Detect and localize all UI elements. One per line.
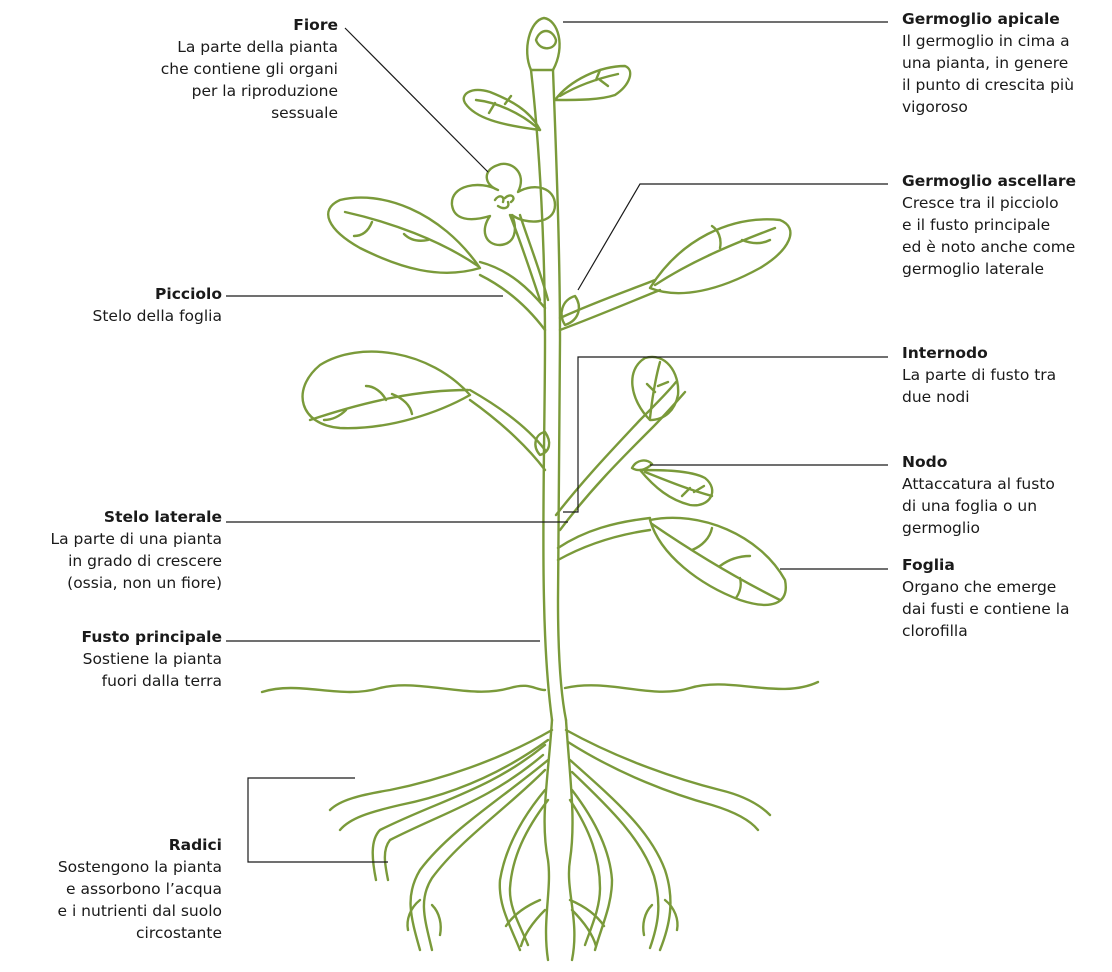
label-description: Il germoglio in cima a una pianta, in ge… xyxy=(902,30,1108,118)
plant-illustration xyxy=(262,18,818,960)
leader-radici xyxy=(248,778,388,862)
label-description: Stelo della foglia xyxy=(2,305,222,327)
middle-left-leaf-vein xyxy=(310,386,468,420)
node-bud xyxy=(632,461,652,471)
label-title: Foglia xyxy=(902,554,1108,576)
label-title: Fiore xyxy=(78,14,338,36)
root-right-low xyxy=(570,790,612,950)
lateral-stem-inner xyxy=(556,382,676,515)
label-germoglio-ascellare: Germoglio ascellare Cresce tra il piccio… xyxy=(902,170,1108,280)
label-title: Germoglio apicale xyxy=(902,8,1108,30)
label-description: Cresce tra il picciolo e il fusto princi… xyxy=(902,192,1108,280)
label-title: Stelo laterale xyxy=(2,506,222,528)
lateral-stem xyxy=(560,392,685,530)
main-stem xyxy=(531,70,552,720)
root-main xyxy=(545,720,575,960)
leader-internodo xyxy=(563,357,888,512)
ground-line xyxy=(262,682,818,692)
root-right-tip-fork xyxy=(643,900,677,935)
label-title: Radici xyxy=(2,834,222,856)
middle-left-node-bud xyxy=(535,432,549,455)
label-germoglio-apicale: Germoglio apicale Il germoglio in cima a… xyxy=(902,8,1108,118)
root-right-upper xyxy=(566,730,770,830)
flower-stamens xyxy=(495,195,513,208)
root-center-tip-fork xyxy=(506,900,604,946)
middle-left-petiole-inner xyxy=(470,390,545,450)
root-left-far xyxy=(373,745,545,880)
label-internodo: Internodo La parte di fusto tra due nodi xyxy=(902,342,1108,408)
label-description: La parte di una pianta in grado di cresc… xyxy=(2,528,222,594)
middle-left-petiole xyxy=(470,400,545,470)
top-left-leaf xyxy=(464,90,540,130)
leader-fiore xyxy=(345,28,488,172)
root-left-mid xyxy=(411,760,548,950)
apical-bud-inner xyxy=(536,31,556,48)
leader-germoglio-ascellare xyxy=(578,184,888,290)
label-description: Organo che emerge dai fusti e contiene l… xyxy=(902,576,1108,642)
lateral-top-leaf-vein xyxy=(647,362,668,418)
label-picciolo: Picciolo Stelo della foglia xyxy=(2,283,222,327)
label-stelo-laterale: Stelo laterale La parte di una pianta in… xyxy=(2,506,222,594)
main-stem-right-edge xyxy=(553,70,566,720)
label-description: Sostengono la pianta e assorbono l’acqua… xyxy=(2,856,222,944)
label-fiore: Fiore La parte della pianta che contiene… xyxy=(78,14,338,124)
label-description: Sostiene la pianta fuori dalla terra xyxy=(2,648,222,692)
label-radici: Radici Sostengono la pianta e assorbono … xyxy=(2,834,222,944)
root-right-mid xyxy=(570,760,670,950)
upper-left-leaf-vein xyxy=(345,212,478,266)
upper-right-leaf-vein xyxy=(655,226,775,285)
label-description: La parte di fusto tra due nodi xyxy=(902,364,1108,408)
label-fusto-principale: Fusto principale Sostiene la pianta fuor… xyxy=(2,626,222,692)
label-title: Germoglio ascellare xyxy=(902,170,1108,192)
lower-right-petiole xyxy=(558,530,650,560)
label-title: Fusto principale xyxy=(2,626,222,648)
label-foglia: Foglia Organo che emerge dai fusti e con… xyxy=(902,554,1108,642)
label-title: Internodo xyxy=(902,342,1108,364)
label-title: Nodo xyxy=(902,451,1108,473)
label-nodo: Nodo Attaccatura al fusto di una foglia … xyxy=(902,451,1108,539)
label-title: Picciolo xyxy=(2,283,222,305)
top-right-leaf xyxy=(555,66,630,100)
label-description: La parte della pianta che contiene gli o… xyxy=(78,36,338,124)
label-description: Attaccatura al fusto di una foglia o un … xyxy=(902,473,1108,539)
